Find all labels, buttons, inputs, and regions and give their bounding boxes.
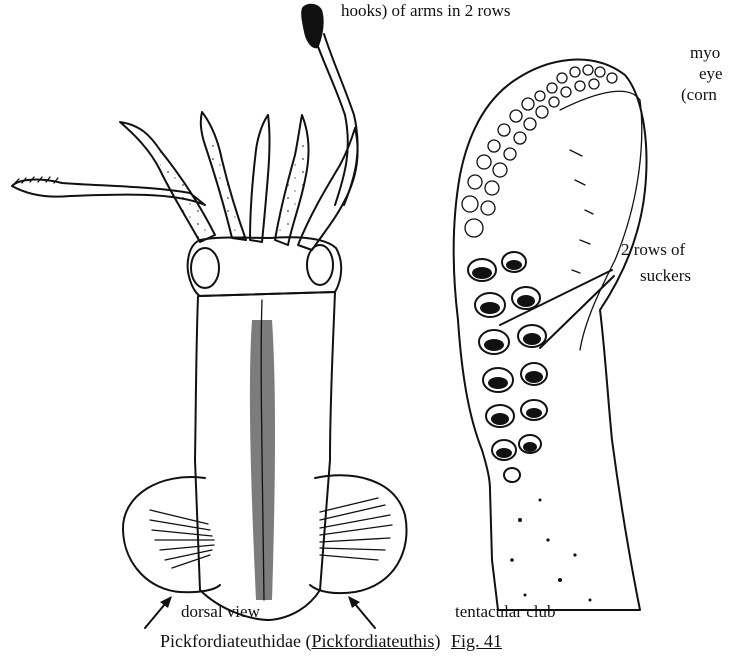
figure-caption: Pickfordiateuthidae (Pickfordiateuthis) …: [160, 632, 502, 650]
right-arrowhead: [348, 596, 360, 608]
top-note: hooks) of arms in 2 rows: [341, 2, 511, 19]
suckers-label-line-1: 2 rows of: [621, 241, 685, 258]
caption-genus: Pickfordiateuthis: [311, 631, 434, 651]
pointer-line-1: [500, 270, 612, 325]
suckers-label-line-2: suckers: [640, 267, 691, 284]
right-eye: [307, 245, 333, 285]
caption-close-paren: ): [434, 631, 440, 651]
caption-family: Pickfordiateuthidae: [160, 631, 301, 651]
top-tentacle-club: [301, 4, 323, 49]
left-arrowhead: [160, 596, 172, 608]
tentacular-club-drawing: [454, 60, 647, 610]
dorsal-view-squid: [12, 4, 407, 620]
tentacular-club-label: tentacular club: [455, 603, 556, 620]
right-note-1: myo: [690, 44, 720, 61]
right-note-3: (corn: [681, 86, 717, 103]
left-eye: [191, 248, 219, 288]
left-fin: [123, 477, 220, 592]
large-suckers: [468, 252, 547, 482]
caption-figure-number: Fig. 41: [451, 631, 502, 651]
small-suckers: [462, 65, 617, 237]
arm-3: [250, 115, 270, 242]
dorsal-view-label: dorsal view: [181, 603, 260, 620]
right-note-2: eye: [699, 65, 723, 82]
